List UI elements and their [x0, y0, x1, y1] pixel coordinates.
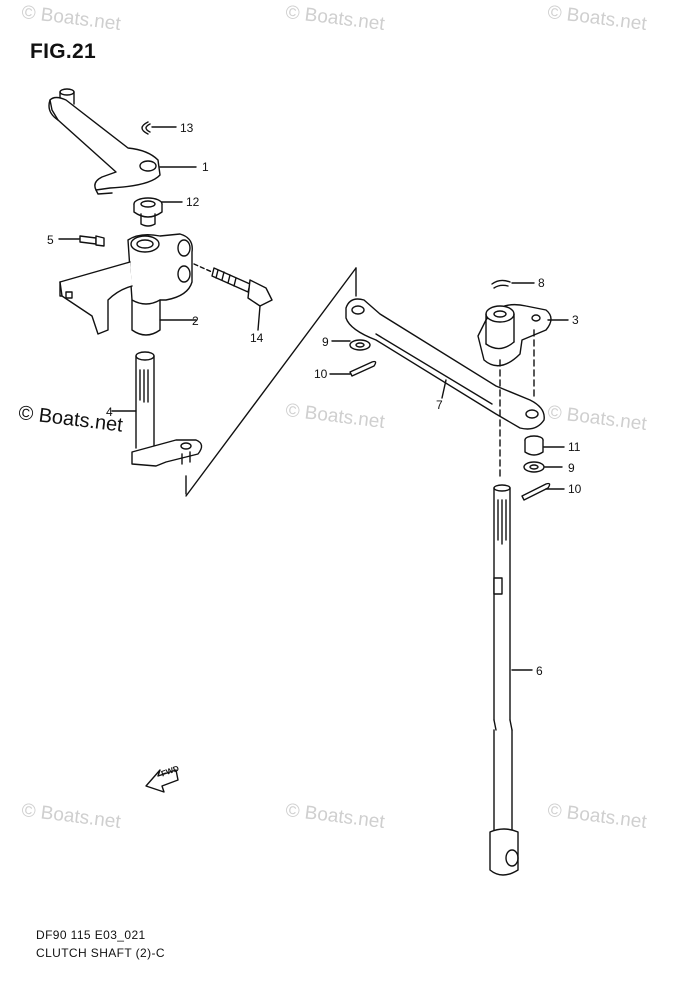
part-grease-nipple-5: [58, 235, 105, 247]
callout-11: 11: [568, 440, 581, 454]
fwd-arrow-icon: [145, 769, 179, 793]
callout-1: 1: [202, 160, 209, 174]
callout-7: 7: [436, 398, 443, 412]
callout-2: 2: [192, 314, 199, 328]
part-cotter-pin-10-left: [329, 360, 377, 377]
part-circlip-8: [491, 279, 535, 289]
callout-3: 3: [572, 313, 579, 327]
part-nut-11: [524, 435, 565, 456]
callout-9: 9: [322, 335, 329, 349]
diagram-code: DF90 115 E03_021: [36, 928, 146, 942]
part-shift-lever-3: [477, 303, 569, 367]
callout-13: 13: [180, 121, 194, 135]
callout-9b: 9: [568, 461, 575, 475]
part-washer-9-left: [331, 339, 371, 351]
part-clutch-arm-2: [59, 233, 197, 336]
callout-12: 12: [186, 195, 200, 209]
part-circlip-13: [141, 121, 177, 135]
callout-10: 10: [314, 367, 328, 381]
part-bushing-12: [133, 197, 183, 227]
callout-5: 5: [47, 233, 54, 247]
part-washer-9-right: [523, 461, 563, 473]
callout-10b: 10: [568, 482, 582, 496]
callout-14: 14: [250, 331, 264, 345]
part-shift-rod-6: [489, 484, 533, 876]
callout-6: 6: [536, 664, 543, 678]
callout-8: 8: [538, 276, 545, 290]
part-link-rod-7: [345, 298, 545, 430]
part-clutch-shaft-4: [111, 351, 203, 467]
part-clutch-lever: [48, 88, 161, 195]
callout-4: 4: [106, 405, 113, 419]
part-bolt-14: [193, 263, 273, 331]
figure-title: FIG.21: [30, 40, 96, 63]
part-cotter-pin-10-right: [521, 482, 565, 501]
diagram-caption: CLUTCH SHAFT (2)-C: [36, 946, 165, 960]
